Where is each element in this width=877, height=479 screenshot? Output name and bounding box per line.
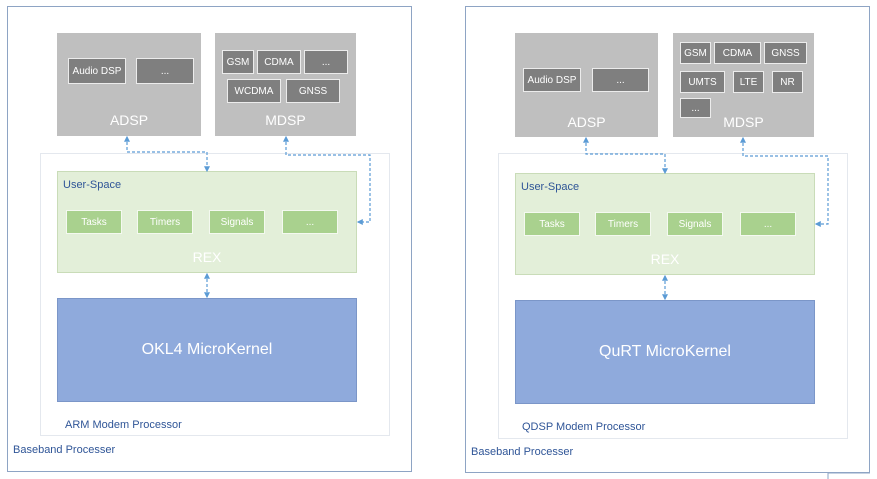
right-mdsp-chip: ...: [680, 98, 711, 118]
left-task-chip: Tasks: [66, 210, 122, 234]
right-rex-label: REX: [650, 251, 680, 267]
left-mdsp-chip: GSM: [222, 50, 254, 74]
right-mdsp-userspace-connector: [740, 136, 829, 227]
right-mdsp-box: GSM CDMA GNSS UMTS LTE NR ... MDSP: [673, 33, 814, 137]
right-adsp-chip: ...: [592, 68, 649, 92]
right-mdsp-chip: CDMA: [714, 42, 761, 64]
right-adsp-chip: Audio DSP: [523, 68, 581, 92]
left-baseband-label: Baseband Processer: [13, 444, 116, 456]
right-mdsp-chip: GNSS: [764, 42, 807, 64]
left-adsp-chip: ...: [136, 58, 194, 84]
left-adsp-box: Audio DSP ... ADSP: [57, 33, 201, 136]
left-mdsp-title: MDSP: [265, 112, 306, 128]
right-mdsp-chip: UMTS: [680, 71, 725, 93]
left-mdsp-chip: ...: [304, 50, 348, 74]
right-mdsp-chip: GSM: [680, 42, 711, 64]
left-task-chip: Signals: [209, 210, 265, 234]
left-adsp-userspace-connector: [124, 135, 210, 173]
right-mdsp-chip: LTE: [733, 71, 764, 93]
left-baseband-processor-frame: [7, 6, 412, 472]
right-mdsp-chip: NR: [772, 71, 803, 93]
left-mdsp-box: GSM CDMA ... WCDMA GNSS MDSP: [215, 33, 356, 136]
right-task-chip: Signals: [667, 212, 723, 236]
right-user-space-label: User-Space: [521, 181, 580, 193]
right-task-chip: Tasks: [524, 212, 580, 236]
left-mdsp-chip: CDMA: [257, 50, 301, 74]
left-user-space-label: User-Space: [63, 179, 122, 191]
right-baseband-label: Baseband Processer: [471, 446, 574, 458]
right-adsp-title: ADSP: [567, 114, 606, 130]
right-adsp-box: Audio DSP ... ADSP: [515, 33, 658, 137]
right-kernel-box: QuRT MicroKernel: [515, 300, 815, 404]
right-baseband-processor-frame: [465, 6, 870, 473]
left-mdsp-userspace-connector: [283, 135, 371, 225]
left-processor-label: ARM Modem Processor: [65, 419, 182, 431]
right-mdsp-title: MDSP: [723, 114, 764, 130]
left-task-chip: Timers: [137, 210, 193, 234]
corner-mark: [827, 472, 870, 479]
left-rex-label: REX: [192, 249, 222, 265]
left-kernel-box: OKL4 MicroKernel: [57, 298, 357, 402]
left-arm-modem-processor-frame: [40, 153, 390, 436]
right-task-chip: Timers: [595, 212, 651, 236]
left-adsp-title: ADSP: [109, 112, 149, 128]
right-adsp-userspace-connector: [583, 136, 668, 175]
left-mdsp-chip: GNSS: [286, 79, 340, 103]
left-mdsp-chip: WCDMA: [227, 79, 281, 103]
left-adsp-chip: Audio DSP: [68, 58, 126, 84]
right-qdsp-modem-processor-frame: [498, 153, 848, 439]
right-processor-label: QDSP Modem Processor: [522, 421, 646, 433]
